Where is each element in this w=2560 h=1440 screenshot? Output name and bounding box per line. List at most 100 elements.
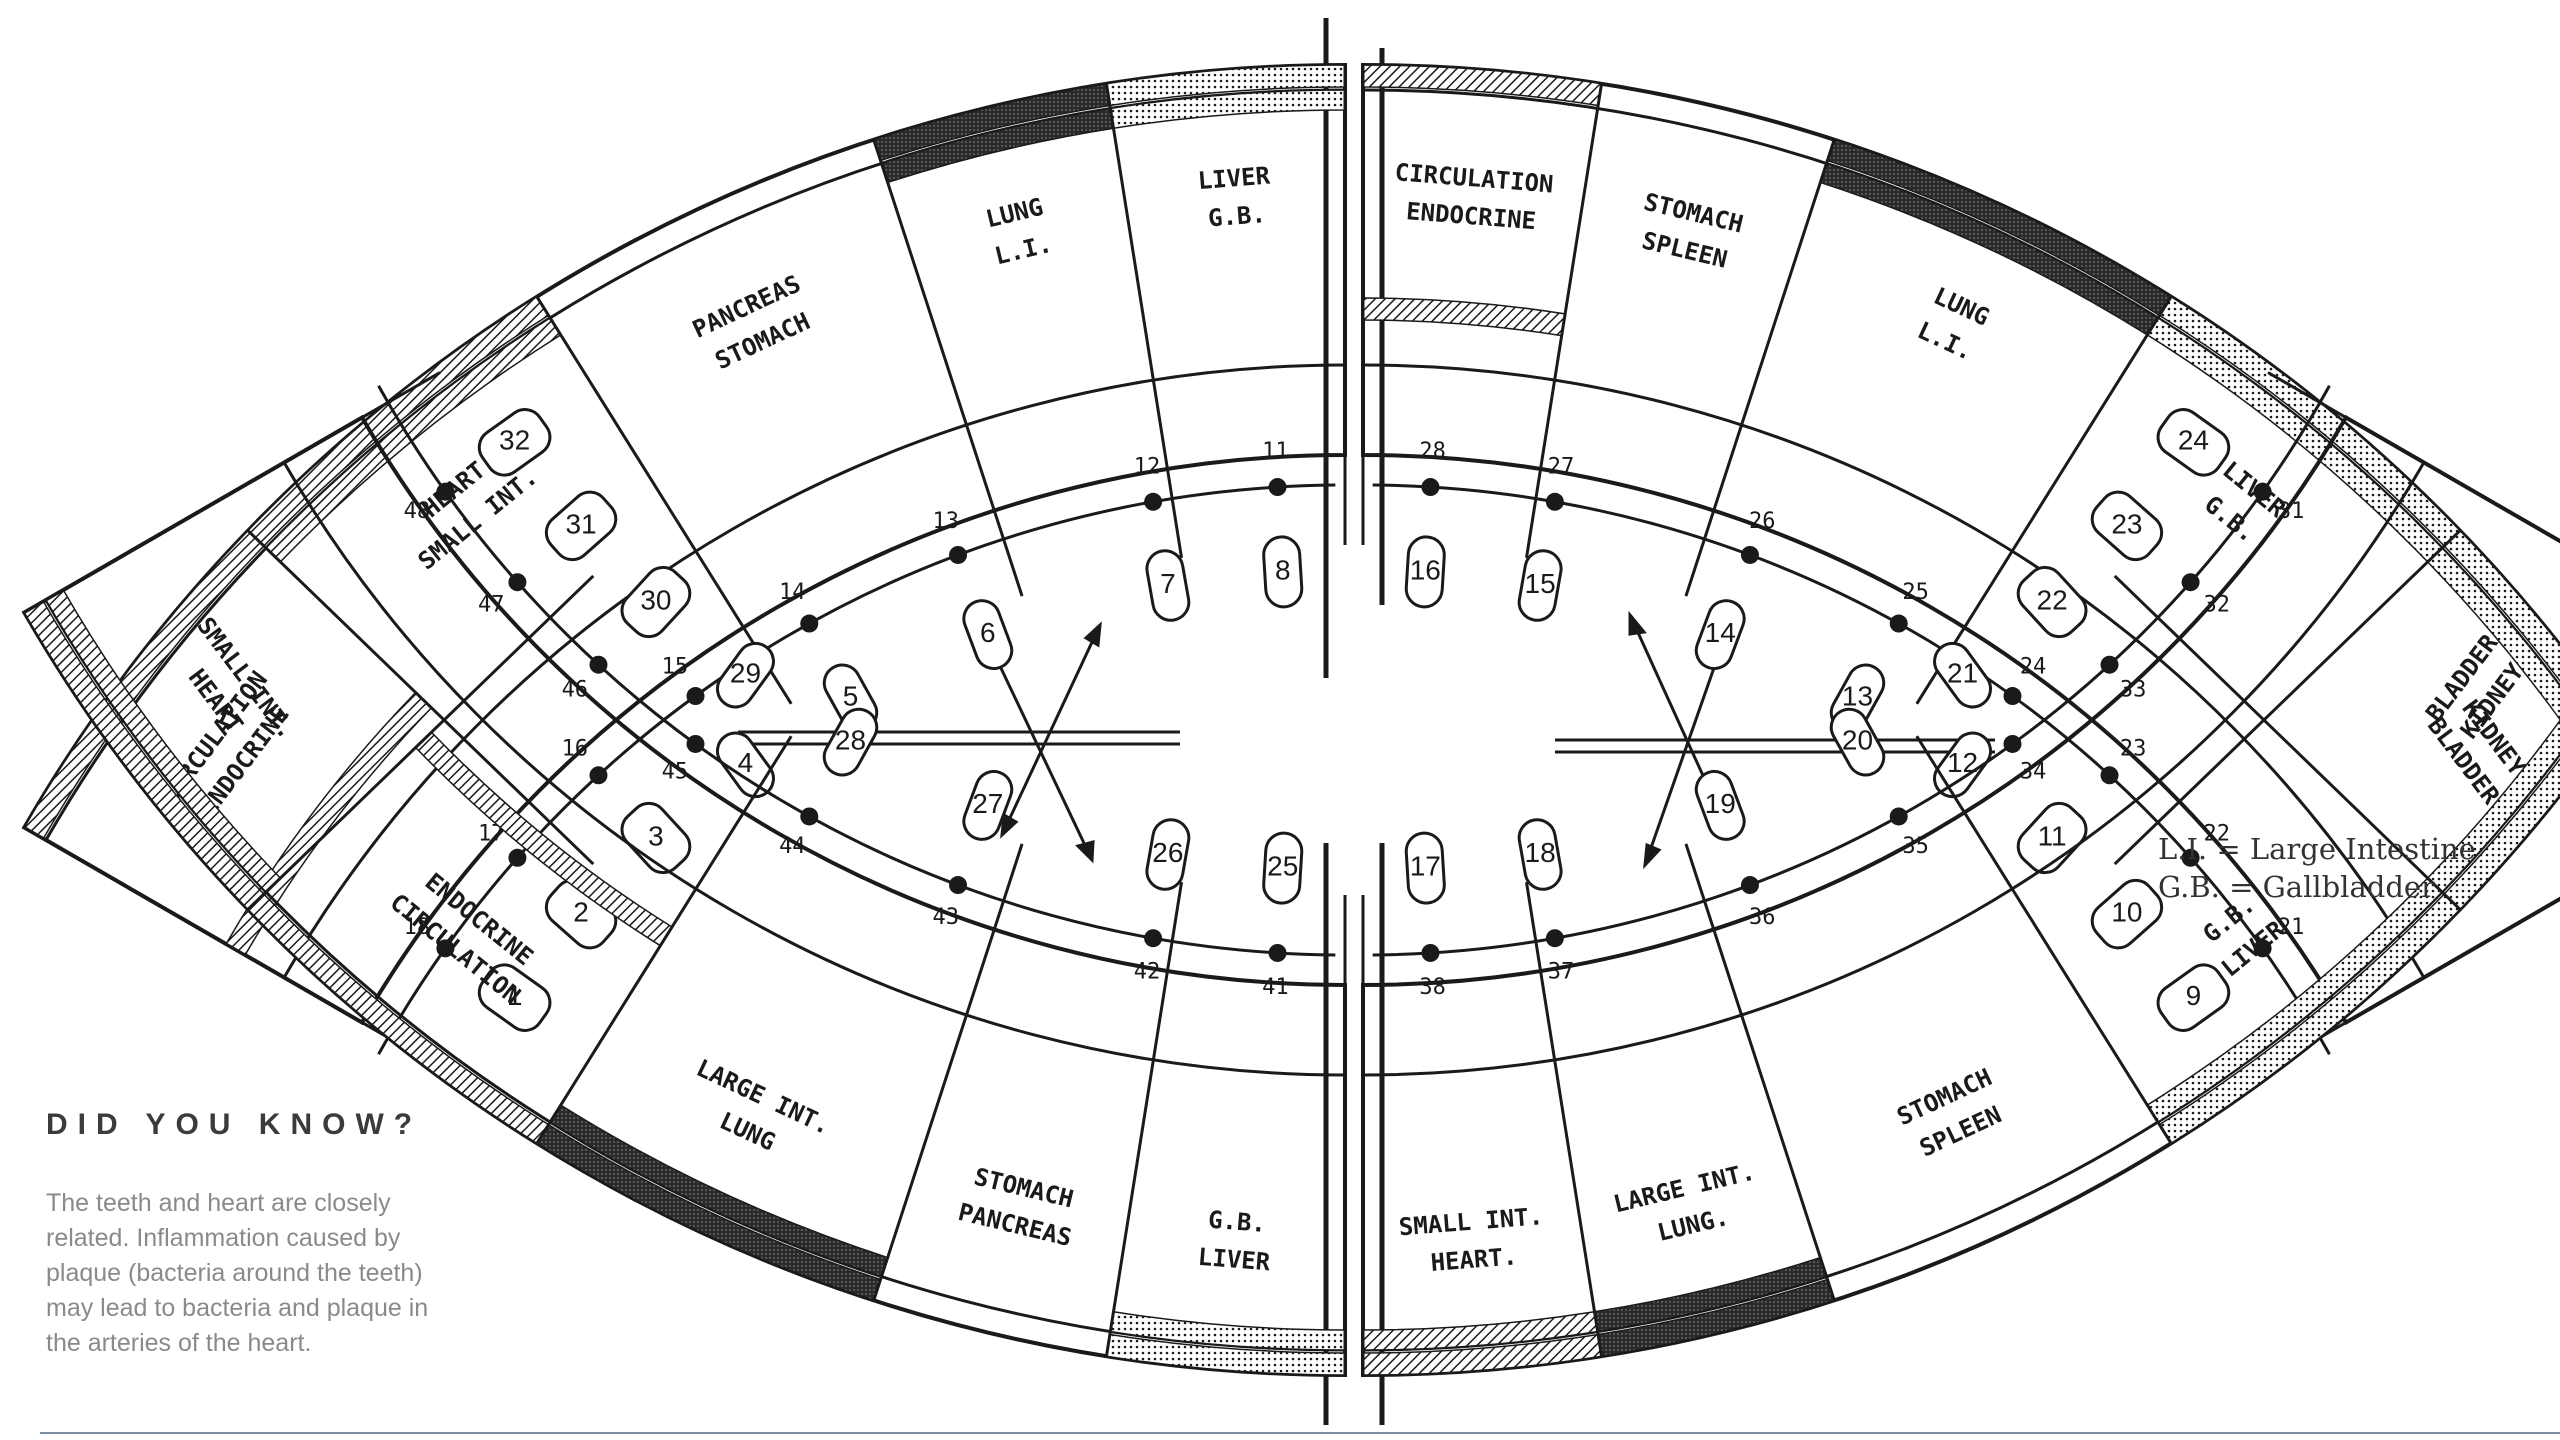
section-divider xyxy=(1684,843,1836,1301)
meridian-code: 18 xyxy=(404,915,431,940)
band-ring-inner xyxy=(282,363,1346,979)
meridian-point xyxy=(800,614,819,633)
legend-large-intestine: L.I. = Large Intestine xyxy=(2158,832,2476,866)
meridian-code: 47 xyxy=(478,592,505,617)
band-ring-inner xyxy=(1362,461,2426,1077)
tooth-outline xyxy=(620,565,692,639)
meridian-code: 27 xyxy=(1548,454,1575,479)
meridian-code: 35 xyxy=(1902,834,1929,859)
section-divider xyxy=(535,735,793,1145)
section-divider xyxy=(2113,529,2462,866)
organ-label: LUNG. xyxy=(1655,1203,1732,1247)
tooth-outline xyxy=(620,801,692,875)
meridian-point xyxy=(1268,943,1287,962)
legend-gallbladder: G.B. = Gallbladder xyxy=(2158,870,2435,904)
tooth-outline xyxy=(1404,831,1446,905)
tooth-outline xyxy=(1145,818,1191,891)
tooth-number: 4 xyxy=(738,747,754,778)
meridian-code: 43 xyxy=(933,905,960,930)
section-divider xyxy=(2267,371,2560,543)
tooth-outline xyxy=(1933,641,1993,709)
meridian-point xyxy=(589,766,608,785)
tooth-outline xyxy=(715,731,775,799)
tooth-number: 13 xyxy=(1842,680,1873,711)
did-you-know-heading: DID YOU KNOW? xyxy=(46,1108,423,1141)
organ-label: LARGE INT. xyxy=(1611,1158,1758,1219)
tooth-outline xyxy=(1262,535,1304,609)
quadrant-lr: KIDNEYBLADDERLIVERG.B.SPLEENSTOMACHLUNG.… xyxy=(1361,371,2560,1378)
meridian-code: 23 xyxy=(2120,737,2147,762)
tooth-outline xyxy=(1829,707,1886,777)
meridian-code: 21 xyxy=(2278,915,2305,940)
tooth-outline xyxy=(962,769,1014,841)
meridian-point xyxy=(1889,807,1908,826)
tooth-number: 32 xyxy=(499,425,530,456)
meridian-point xyxy=(1268,478,1287,497)
tooth-number: 10 xyxy=(2111,897,2142,928)
meridian-point xyxy=(2100,766,2119,785)
tooth-number: 5 xyxy=(843,680,859,711)
tooth-outline xyxy=(1262,831,1304,905)
section-divider xyxy=(23,371,441,614)
organ-label: ENDOCRINE xyxy=(1405,197,1537,235)
tooth-number: 29 xyxy=(730,658,761,689)
organ-stripe-top xyxy=(535,1123,882,1302)
tooth-number: 18 xyxy=(1525,837,1556,868)
meridian-point xyxy=(800,807,819,826)
organ-label: LIVER xyxy=(1197,1243,1272,1277)
meridian-point xyxy=(1545,492,1564,511)
did-you-know-body: The teeth and heart are closely related.… xyxy=(46,1189,429,1357)
tooth-number: 7 xyxy=(1160,568,1176,599)
tooth-number: 27 xyxy=(972,788,1003,819)
meridian-point xyxy=(686,734,705,753)
tooth-number: 9 xyxy=(2186,980,2202,1011)
organ-label: LUNG xyxy=(983,193,1046,234)
organ-label: HEART. xyxy=(1430,1242,1519,1277)
meridian-code: 36 xyxy=(1749,905,1776,930)
tooth-outline xyxy=(1517,549,1563,622)
tooth-outline xyxy=(822,707,879,777)
meridian-point xyxy=(1740,876,1759,895)
section-divider xyxy=(872,139,1024,597)
organ-label: SMALL INT. xyxy=(1398,1202,1544,1241)
tooth-outline xyxy=(1694,769,1746,841)
organ-label: SPLEEN xyxy=(1639,226,1730,273)
section-divider xyxy=(535,295,793,705)
organ-stripe xyxy=(1362,297,1566,337)
organ-stripe-top xyxy=(1826,138,2173,317)
meridian-point xyxy=(686,687,705,706)
section-divider xyxy=(1524,881,1604,1357)
footer-rule xyxy=(40,1432,2560,1434)
meridian-point xyxy=(1144,492,1163,511)
abbreviation-legend: L.I. = Large Intestine G.B. = Gallbladde… xyxy=(2158,830,2476,906)
tooth-number: 30 xyxy=(640,584,671,615)
meridian-point xyxy=(508,573,527,592)
tooth-outline xyxy=(477,408,552,477)
tooth-number: 15 xyxy=(1525,568,1556,599)
meridian-code: 31 xyxy=(2278,499,2305,524)
meridian-code: 12 xyxy=(1134,454,1161,479)
tooth-outline xyxy=(2016,801,2088,875)
tooth-outline xyxy=(544,490,618,562)
meridian-point xyxy=(2253,939,2272,958)
tooth-outline xyxy=(1517,818,1563,891)
section-divider xyxy=(1104,881,1184,1357)
tooth-number: 11 xyxy=(2038,820,2067,851)
meridian-code: 24 xyxy=(2020,655,2047,680)
meridian-point xyxy=(589,655,608,674)
tooth-number: 31 xyxy=(565,508,596,539)
tooth-number: 2 xyxy=(573,897,589,928)
tooth-number: 22 xyxy=(2037,584,2068,615)
meridian-point xyxy=(949,545,968,564)
tooth-number: 23 xyxy=(2111,508,2142,539)
meridian-point xyxy=(436,939,455,958)
section-divider xyxy=(23,826,441,1069)
tooth-number: 8 xyxy=(1275,554,1291,585)
tooth-outline xyxy=(1694,599,1746,671)
meridian-code: 11 xyxy=(1262,439,1289,464)
tooth-number: 6 xyxy=(980,617,996,648)
meridian-point xyxy=(949,876,968,895)
tooth-number: 19 xyxy=(1705,788,1736,819)
meridian-code: 41 xyxy=(1262,975,1289,1000)
meridian-code: 46 xyxy=(562,677,589,702)
